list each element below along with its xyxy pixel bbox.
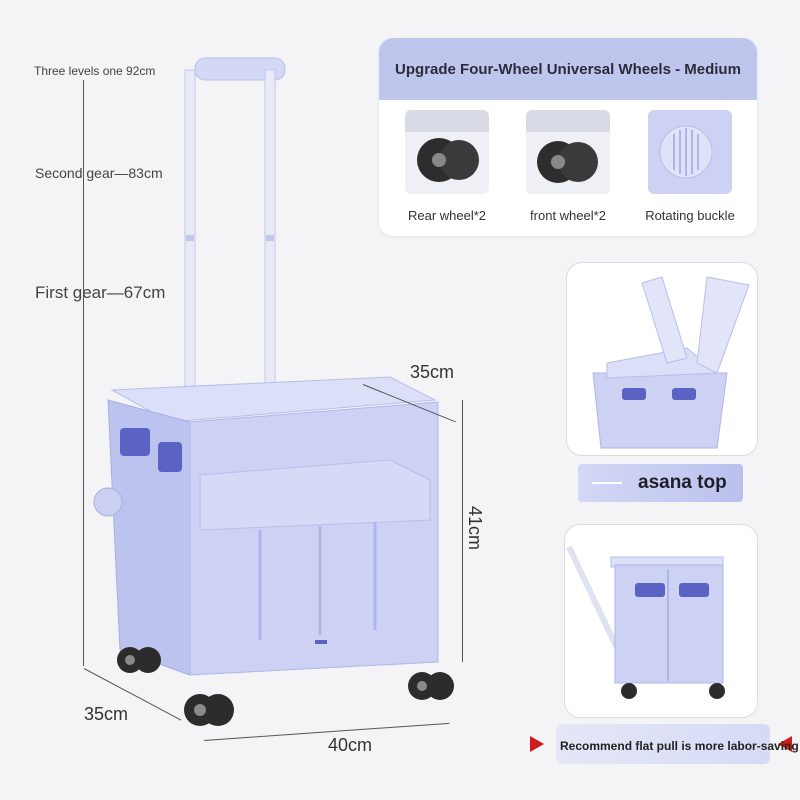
folding-cart-image [93, 57, 454, 726]
front-wheel-thumbnail [526, 110, 610, 194]
dimension-depth-side: 35cm [84, 704, 129, 724]
rotating-buckle-thumbnail [648, 110, 732, 194]
gear-label-67: First gear—67cm [35, 283, 166, 302]
asana-top-tag: asana top [578, 464, 743, 502]
height-line [462, 400, 463, 662]
flat-pull-image [566, 545, 725, 699]
wheels-upgrade-panel: Upgrade Four-Wheel Universal Wheels - Me… [379, 38, 757, 236]
open-lid-image [592, 276, 750, 449]
dimension-width: 40cm [328, 735, 373, 755]
wheels-panel-title: Upgrade Four-Wheel Universal Wheels - Me… [379, 38, 757, 100]
gear-label-92: Three levels one 92cm [34, 64, 156, 78]
arrow-left-icon [778, 736, 792, 752]
recommend-label: Recommend flat pull is more labor-saving [560, 739, 799, 753]
rotating-buckle-caption: Rotating buckle [645, 208, 735, 223]
recommend-bar [556, 724, 770, 764]
arrow-right-icon [530, 736, 544, 752]
dimension-height: 41cm [465, 506, 485, 551]
rear-wheel-thumbnail [405, 110, 489, 194]
front-wheel-caption: front wheel*2 [530, 208, 606, 223]
dimension-depth-top: 35cm [410, 362, 455, 382]
tag-dash [592, 482, 622, 484]
rear-wheel-caption: Rear wheel*2 [407, 208, 487, 223]
height-guide-line [83, 80, 84, 666]
open-top-card [566, 262, 758, 456]
flat-pull-card [564, 524, 758, 718]
gear-label-83: Second gear—83cm [35, 165, 163, 181]
asana-top-label: asana top [638, 472, 727, 493]
